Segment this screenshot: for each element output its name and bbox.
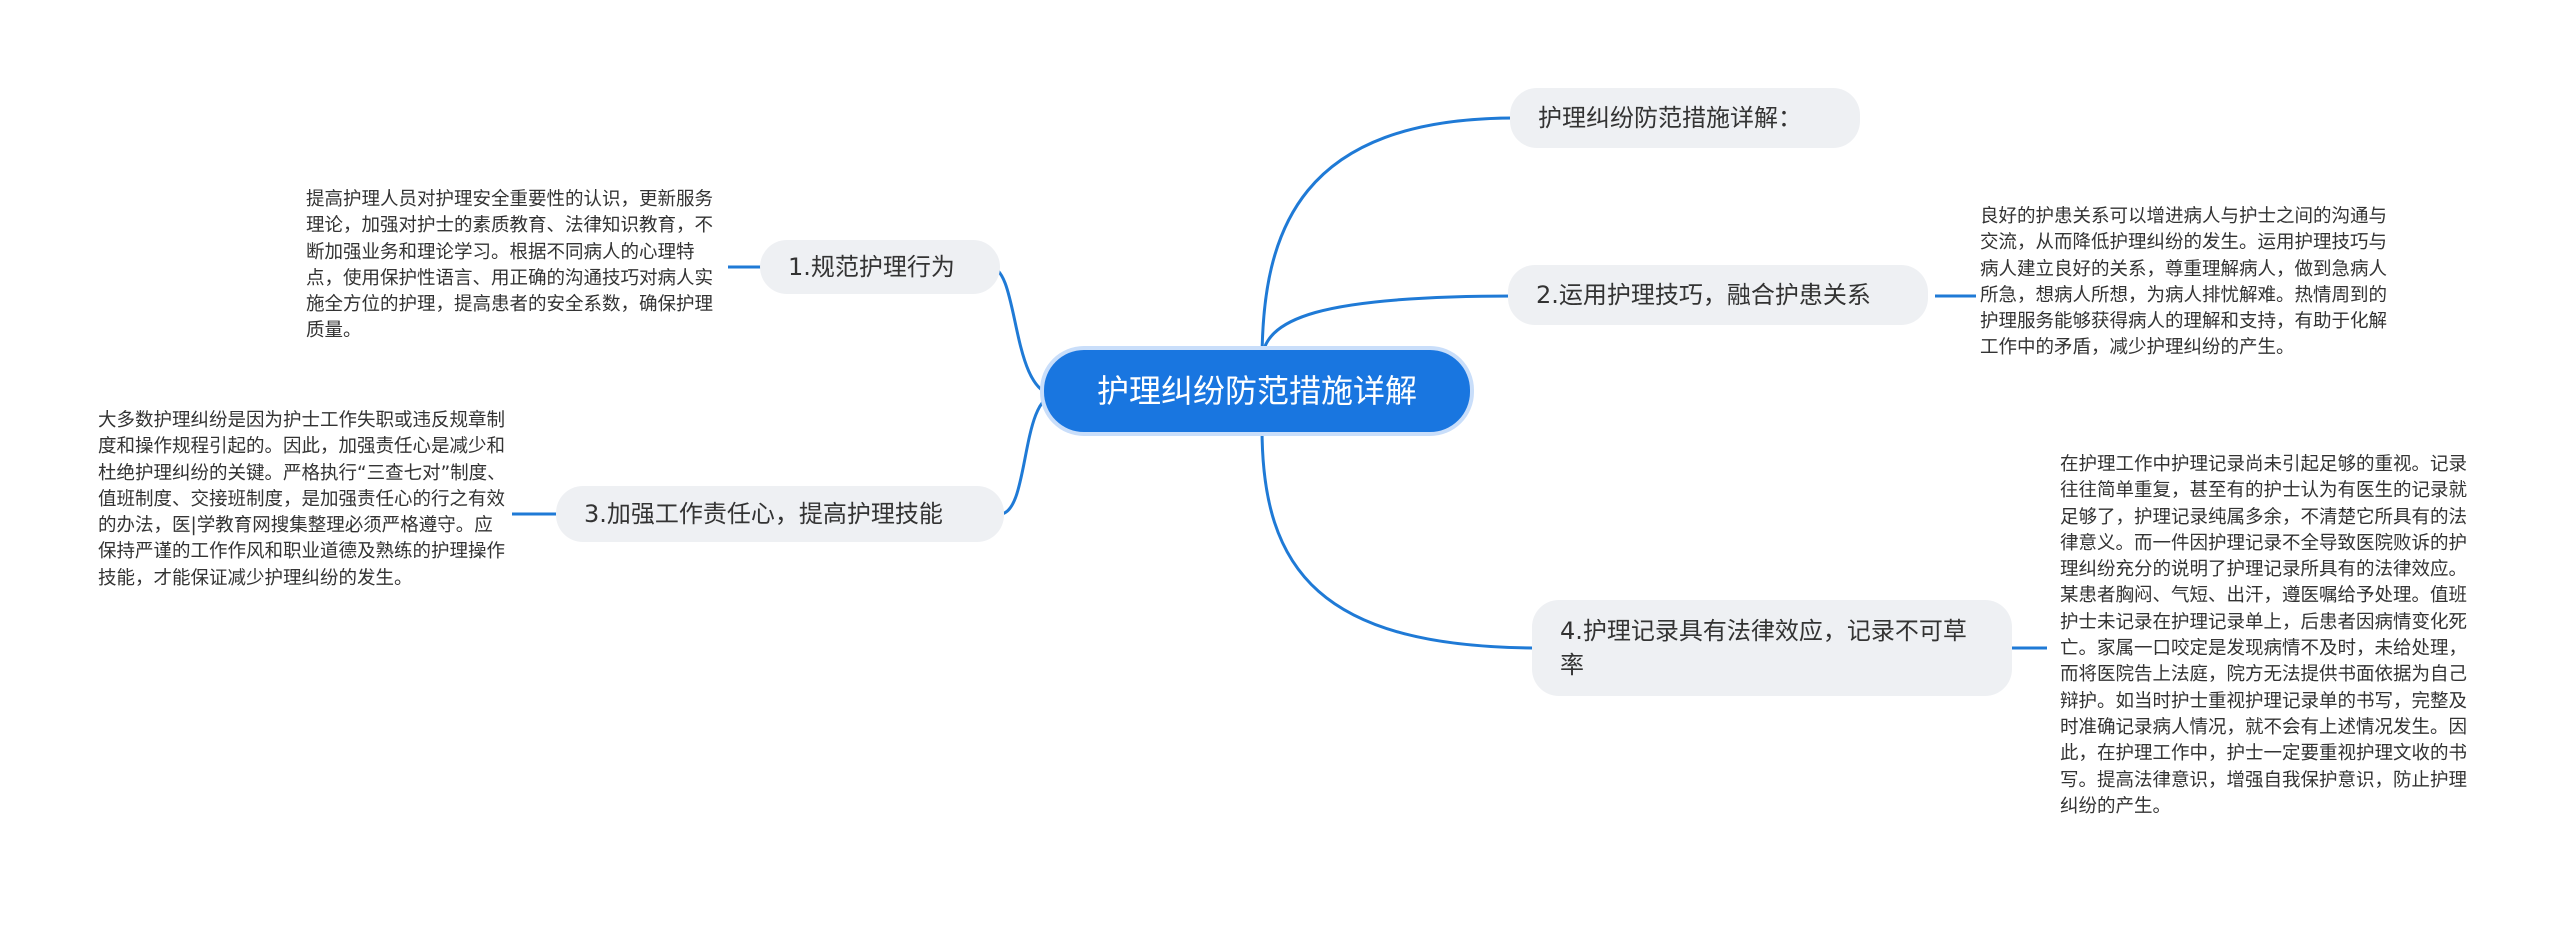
branch-note-3: 大多数护理纠纷是因为护士工作失职或违反规章制度和操作规程引起的。因此，加强责任心…	[98, 410, 506, 589]
branch-label-0: 护理纠纷防范措施详解：	[1538, 104, 1802, 132]
branch-note-1: 提高护理人员对护理安全重要性的认识，更新服务理论，加强对护士的素质教育、法律知识…	[306, 189, 714, 342]
branch-node-2[interactable]: 2.运用护理技巧，融合护患关系	[1508, 265, 1928, 325]
branch-label-1: 1.规范护理行为	[788, 253, 955, 281]
branch-label-3: 3.加强工作责任心，提高护理技能	[584, 500, 943, 528]
link-root-b4	[1260, 427, 1541, 650]
link-root-b2	[1260, 294, 1516, 363]
branch-label-4: 4.护理记录具有法律效应，记录不可草率	[1560, 617, 1967, 679]
branch-node-0[interactable]: 护理纠纷防范措施详解：	[1510, 88, 1860, 148]
root-node[interactable]: 护理纠纷防范措施详解	[1044, 350, 1470, 432]
link-root-b0	[1260, 116, 1516, 363]
branch-label-2: 2.运用护理技巧，融合护患关系	[1536, 281, 1871, 309]
branch-node-1[interactable]: 1.规范护理行为	[760, 240, 1000, 294]
link-root-b3	[999, 393, 1057, 516]
branch-node-3[interactable]: 3.加强工作责任心，提高护理技能	[556, 486, 1004, 542]
branch-note-2: 良好的护患关系可以增进病人与护士之间的沟通与交流，从而降低护理纠纷的发生。运用护…	[1980, 206, 2388, 359]
root-label: 护理纠纷防范措施详解	[1096, 372, 1417, 410]
branch-note-4: 在护理工作中护理记录尚未引起足够的重视。记录往往简单重复，甚至有的护士认为有医生…	[2060, 454, 2468, 817]
branch-node-4[interactable]: 4.护理记录具有法律效应，记录不可草率	[1532, 600, 2012, 696]
